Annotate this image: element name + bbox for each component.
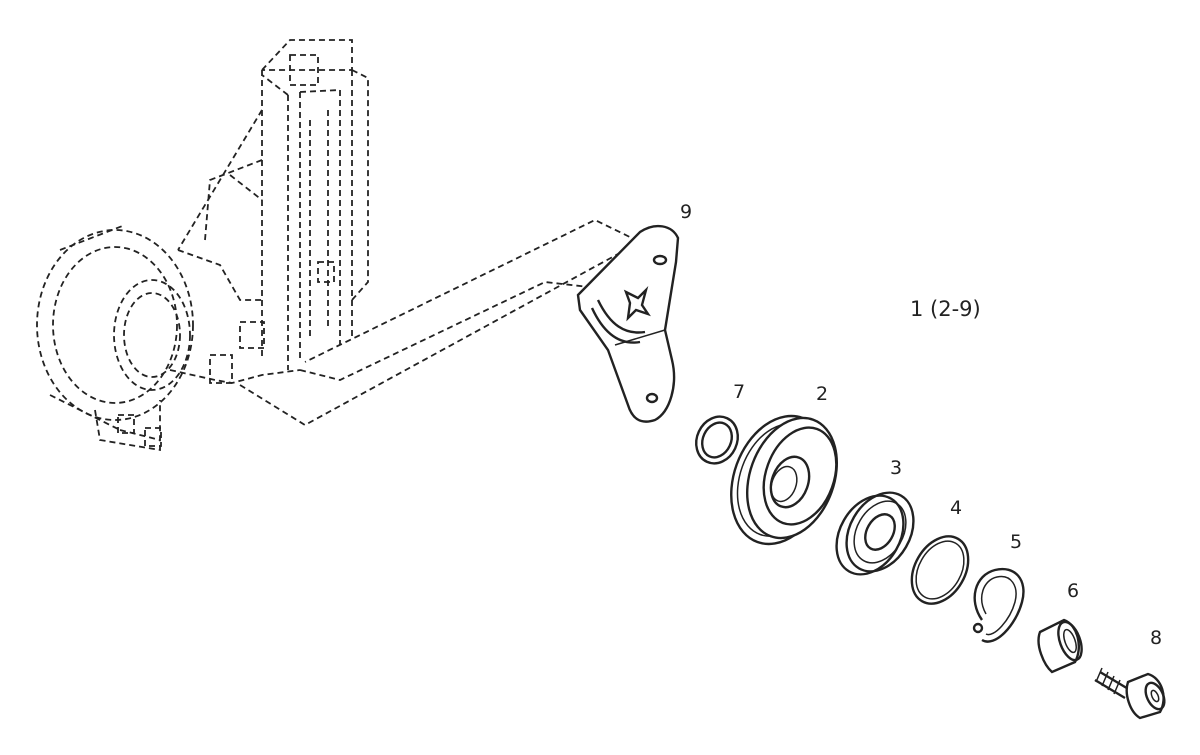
callout-5: 5: [1010, 531, 1022, 553]
part-2-pulley: [730, 414, 839, 546]
part-5-circlip: [972, 567, 1025, 643]
callout-6: 6: [1067, 580, 1079, 602]
callout-9: 9: [680, 201, 692, 223]
part-7-washer: [695, 415, 739, 465]
engine-housing-phantom: [36, 39, 642, 452]
assembly-label: 1 (2-9): [910, 297, 981, 321]
part-3-bearing: [835, 491, 915, 576]
callout-2: 2: [816, 383, 828, 405]
part-9-bracket: [576, 224, 680, 423]
part-8-bolt: [1094, 667, 1166, 720]
callout-7: 7: [733, 381, 745, 403]
callout-8: 8: [1150, 627, 1162, 649]
callout-4: 4: [950, 497, 962, 519]
callout-3: 3: [890, 457, 902, 479]
part-4-ring: [910, 535, 970, 605]
part-6-bushing: [1037, 618, 1083, 674]
